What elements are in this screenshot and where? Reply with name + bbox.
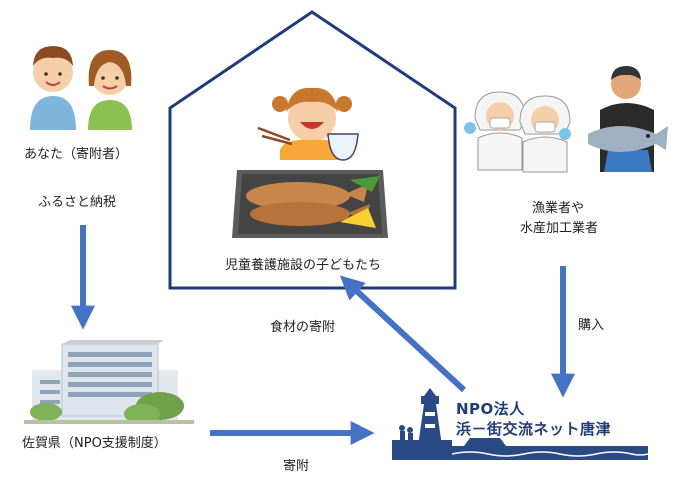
fishers-label-line1: 漁業者や	[532, 201, 585, 216]
prefecture-building-icon	[24, 340, 194, 424]
fishers-label-line2: 水産加工業者	[520, 221, 599, 236]
dried-fish-tray-icon	[232, 170, 388, 238]
npo-logo-graphic	[392, 388, 649, 460]
food-donation-edge-label: 食材の寄附	[270, 320, 336, 335]
arrow-npo-to-children	[339, 275, 467, 393]
npo-name-line2: 浜－街交流ネット唐津	[456, 420, 612, 438]
girl-eating-icon	[257, 87, 359, 161]
donation-edge-label: 寄附	[283, 459, 310, 474]
children-label: 児童養護施設の子どもたち	[225, 258, 382, 273]
fishery-workers-icon	[464, 66, 668, 173]
purchase-edge-label: 購入	[578, 318, 605, 333]
donor-people-icon	[30, 46, 132, 130]
npo-name-line1: NPO法人	[456, 400, 525, 418]
house-outline	[168, 10, 457, 290]
prefecture-label: 佐賀県（NPO支援制度）	[22, 436, 167, 451]
furusato-tax-label: ふるさと納税	[38, 195, 117, 210]
donor-label: あなた（寄附者）	[24, 147, 129, 162]
